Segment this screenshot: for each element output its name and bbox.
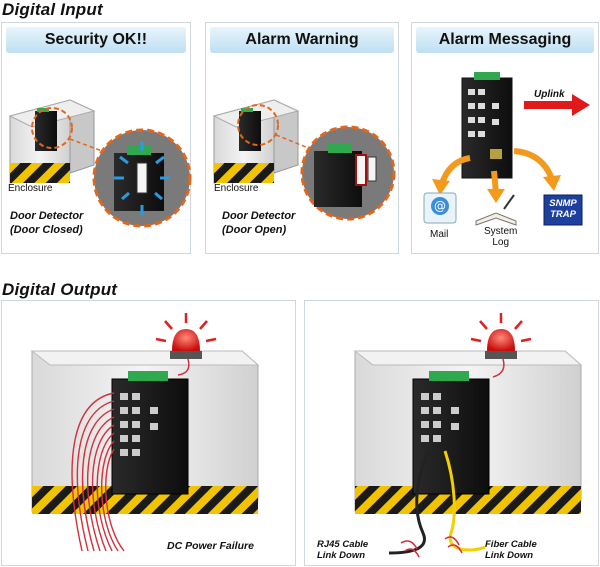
digital-output-title: Digital Output [2,280,118,299]
caption-line: (Door Open) [222,224,287,236]
panel-heading: Security OK!! [6,27,186,53]
panel-dc-power-failure: DC Power Failure [1,300,296,566]
panel-alarm-warning: Alarm Warning Enclosure Door Detector (D… [205,22,399,254]
enclosure-label: Enclosure [8,183,53,194]
snmp-trap-icon: SNMP TRAP [544,198,582,220]
panel-security-ok: Security OK!! Enclosure Door Detec [1,22,192,254]
digital-input-title: Digital Input [2,0,103,19]
panel-link-down: RJ45 Cable Link Down Fiber Cable Link Do… [304,300,599,566]
label-line: SNMP [549,198,577,209]
label-line: System [484,226,518,237]
enclosure-door-open-illustration [212,99,396,221]
link-down-illustration [353,313,583,558]
caption-line: (Door Closed) [10,224,83,236]
system-log-label: System Log [484,226,517,248]
panel-heading: Alarm Warning [210,27,394,53]
caption-line: RJ45 Cable [317,539,369,550]
caption-line: Fiber Cable [485,539,537,550]
dc-power-failure-caption: DC Power Failure [167,540,254,552]
door-closed-caption: Door Detector (Door Closed) [10,209,83,237]
enclosure-door-closed-illustration [8,99,192,228]
caption-line: Link Down [485,550,534,561]
rj45-link-down-caption: RJ45 Cable Link Down [317,539,368,561]
caption-line: Door Detector [222,210,296,222]
dc-power-failure-illustration [30,313,260,552]
label-line: TRAP [550,209,576,220]
mail-label: Mail [430,229,449,240]
svg-text:@: @ [434,199,446,213]
caption-line: Link Down [317,550,366,561]
uplink-label: Uplink [534,89,565,100]
panel-heading: Alarm Messaging [416,27,594,53]
label-line: Log [492,237,510,248]
enclosure-label: Enclosure [214,183,259,194]
fiber-link-down-caption: Fiber Cable Link Down [485,539,537,561]
panel-alarm-messaging: Alarm Messaging @ Uplink Mail [411,22,599,254]
caption-line: Door Detector [10,210,84,222]
door-open-caption: Door Detector (Door Open) [222,209,295,237]
alarm-messaging-illustration: @ [423,72,590,226]
